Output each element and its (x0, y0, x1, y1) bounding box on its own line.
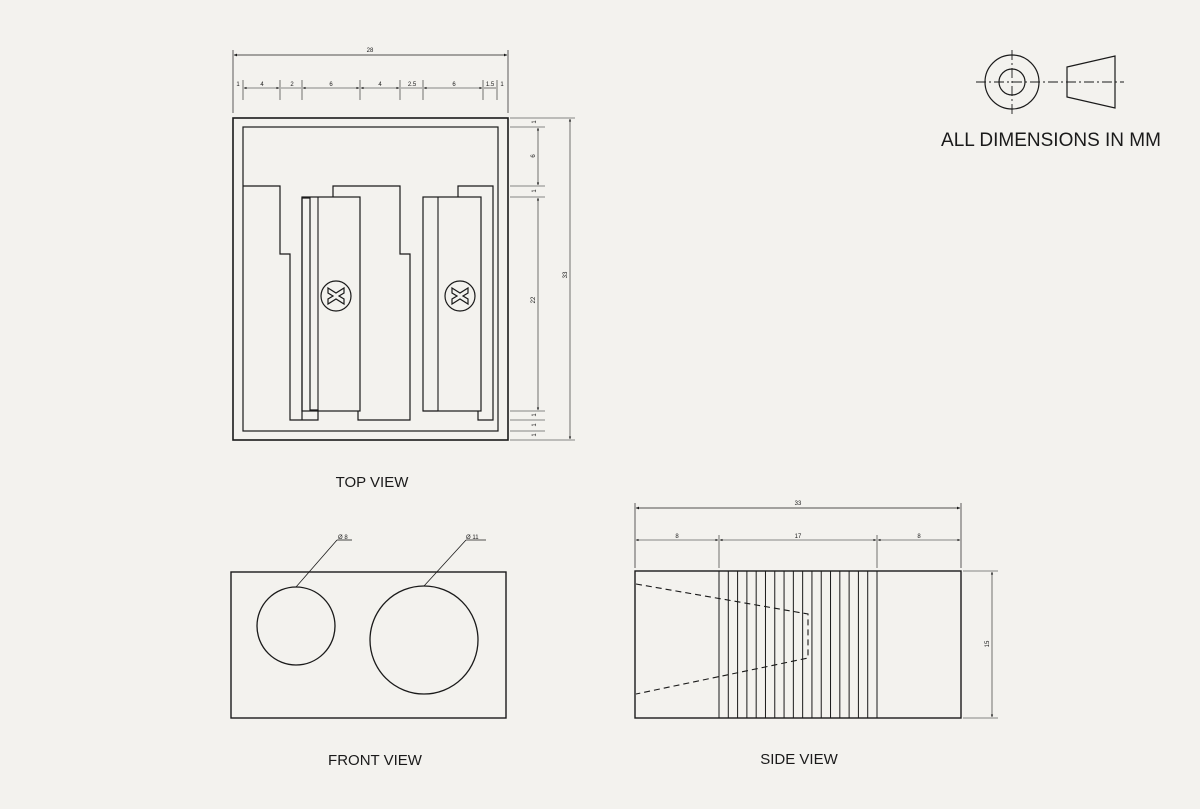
dimensions-note: ALL DIMENSIONS IN MM (941, 130, 1161, 151)
side-view-label: SIDE VIEW (760, 751, 838, 768)
dimension-top-height: 33 (563, 271, 569, 278)
dimension-top-row: 6 (452, 82, 456, 88)
dimension-side-row: 8 (675, 534, 679, 540)
dimension-top-right: 1 (532, 413, 538, 417)
dimension-top-right: 1 (532, 423, 538, 427)
front-view-label: FRONT VIEW (328, 752, 423, 769)
dimension-top-right: 1 (532, 189, 538, 193)
top-view-label: TOP VIEW (336, 474, 410, 491)
dimension-side-row: 8 (917, 534, 921, 540)
top-view: 28 1 4 2 6 4 2.5 6 1.5 1 (232, 48, 575, 441)
dimension-side-height: 15 (985, 640, 991, 647)
dimension-top-overall: 28 (367, 48, 374, 54)
dimension-top-right: 1 (532, 120, 538, 124)
dimension-top-right: 6 (531, 154, 537, 158)
dimension-top-row: 2.5 (408, 82, 417, 88)
dimension-top-row: 1 (500, 82, 504, 88)
dimension-top-right: 22 (531, 296, 537, 303)
dimension-top-row: 2 (290, 82, 294, 88)
dimension-hole-large: Ø 11 (466, 535, 479, 541)
dimension-top-right: 1 (532, 433, 538, 437)
screw-icon (320, 280, 352, 312)
dimension-hole-small: Ø 8 (338, 535, 348, 541)
dimension-top-row: 6 (329, 82, 333, 88)
dimension-top-row: 1.5 (486, 82, 495, 88)
side-view: 33 8 17 8 15 (634, 501, 998, 719)
third-angle-projection-icon (976, 50, 1124, 114)
screw-icon (444, 280, 476, 312)
dimension-top-row: 1 (236, 82, 240, 88)
dimension-top-row: 4 (378, 82, 382, 88)
front-view: Ø 8 Ø 11 (230, 535, 507, 719)
dimension-side-overall: 33 (795, 501, 802, 507)
dimension-side-row: 17 (795, 534, 802, 540)
dimension-top-row: 4 (260, 82, 264, 88)
